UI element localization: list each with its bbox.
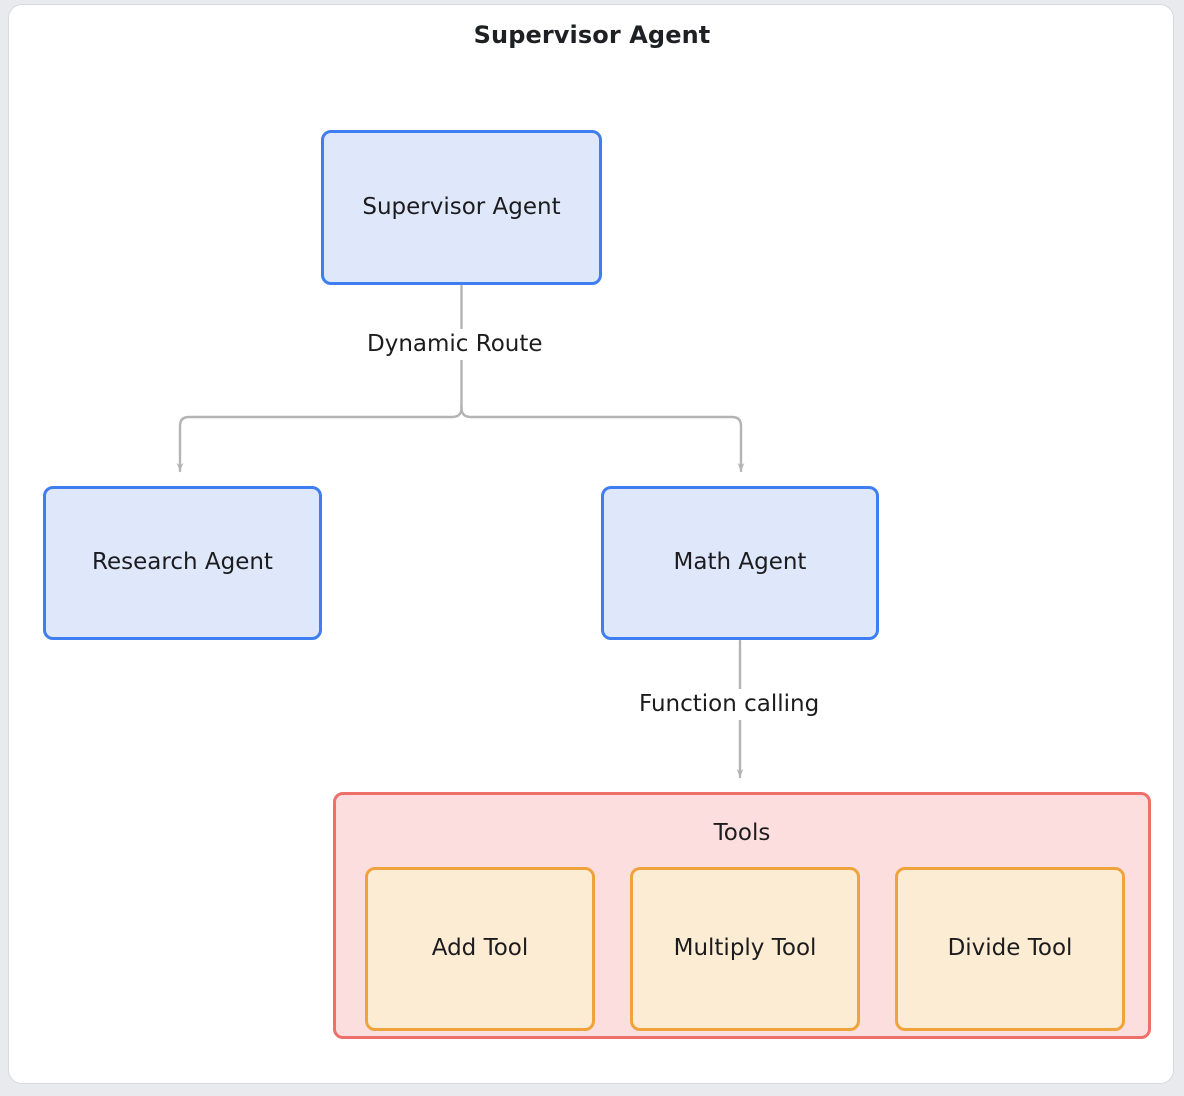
edge-supervisor-to-research <box>176 404 463 473</box>
page-title: Supervisor Agent <box>473 21 711 49</box>
cluster-tools-title: Tools <box>713 820 771 846</box>
tools-row: Add Tool Multiply Tool Divide Tool <box>365 867 1125 1031</box>
node-math-agent[interactable]: Math Agent <box>601 486 879 640</box>
edge-label-function-calling: Function calling <box>633 689 826 720</box>
node-multiply-tool-label: Multiply Tool <box>673 935 817 962</box>
node-multiply-tool[interactable]: Multiply Tool <box>630 867 860 1031</box>
node-supervisor-agent-label: Supervisor Agent <box>362 193 561 220</box>
node-add-tool[interactable]: Add Tool <box>365 867 595 1031</box>
diagram-frame: Supervisor Agent Supervisor Agent Resear… <box>8 4 1174 1084</box>
node-research-agent-label: Research Agent <box>92 549 273 576</box>
node-math-agent-label: Math Agent <box>673 549 807 576</box>
edge-supervisor-to-math <box>460 404 745 473</box>
cluster-tools: Tools Add Tool Multiply Tool Divide Tool <box>333 792 1151 1039</box>
edge-label-dynamic-route: Dynamic Route <box>361 329 549 360</box>
node-research-agent[interactable]: Research Agent <box>43 486 322 640</box>
node-add-tool-label: Add Tool <box>431 935 529 962</box>
node-divide-tool[interactable]: Divide Tool <box>895 867 1125 1031</box>
node-supervisor-agent[interactable]: Supervisor Agent <box>321 130 602 285</box>
node-divide-tool-label: Divide Tool <box>947 935 1073 962</box>
